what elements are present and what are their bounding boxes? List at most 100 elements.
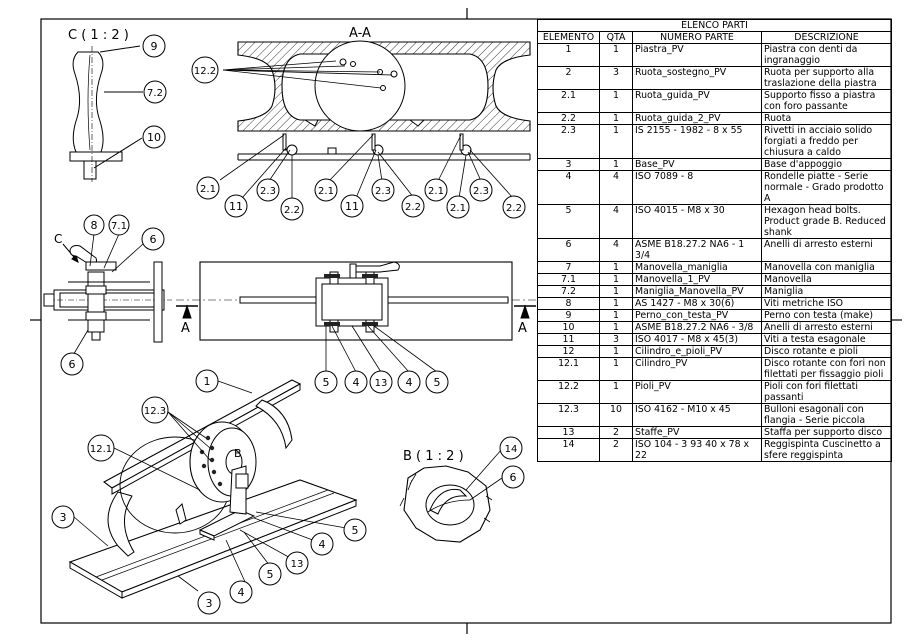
qty-cell: 1 bbox=[599, 89, 633, 113]
part-number-cell: Perno_con_testa_PV bbox=[632, 309, 762, 322]
element-cell: 7.2 bbox=[537, 285, 600, 298]
balloon-number: 2.3 bbox=[473, 186, 489, 197]
element-cell: 13 bbox=[537, 426, 600, 439]
balloon-number: 4 bbox=[406, 376, 413, 389]
balloon: 2.3 bbox=[256, 178, 280, 202]
balloon-group: 9 7.2 10 12.2 2.1 11 2.3 2.2 2.1 11 2.3 … bbox=[51, 34, 526, 615]
qty-cell: 4 bbox=[599, 238, 633, 262]
handle-base-plate bbox=[69, 151, 123, 162]
element-cell: 3 bbox=[537, 158, 600, 171]
balloon-number: 12.2 bbox=[194, 66, 216, 77]
qty-cell: 2 bbox=[599, 438, 633, 462]
part-number-cell: ISO 4015 - M8 x 30 bbox=[632, 204, 762, 239]
balloon: 3 bbox=[197, 591, 221, 615]
description-cell: Viti a testa esagonale bbox=[760, 333, 893, 346]
part-number-cell: ISO 4017 - M8 x 45(3) bbox=[632, 333, 762, 346]
detail-c-label: C ( 1 : 2 ) bbox=[68, 28, 129, 43]
qty-cell: 4 bbox=[599, 204, 633, 239]
qty-cell: 1 bbox=[599, 345, 633, 358]
qty-cell: 1 bbox=[599, 285, 633, 298]
balloon-number: 2.1 bbox=[450, 203, 466, 214]
top-view: A A bbox=[176, 261, 536, 373]
description-cell: Reggispinta Cuscinetto a sfere reggispin… bbox=[760, 438, 893, 462]
isometric-view: B bbox=[68, 379, 358, 599]
element-cell: 8 bbox=[537, 297, 600, 310]
detail-view-c: C ( 1 : 2 ) bbox=[68, 28, 143, 182]
balloon: 2.1 bbox=[196, 176, 220, 200]
balloon: 5 bbox=[258, 562, 282, 586]
balloon-number: 2.1 bbox=[428, 186, 444, 197]
balloon: 4 bbox=[397, 370, 421, 394]
element-cell: 7 bbox=[537, 261, 600, 274]
balloon-number: 13 bbox=[375, 378, 388, 389]
balloon-number: 2.1 bbox=[200, 184, 216, 195]
qty-cell: 4 bbox=[599, 170, 633, 205]
part-number-cell: ISO 4162 - M10 x 45 bbox=[632, 403, 762, 427]
balloon: 13 bbox=[285, 551, 309, 575]
parts-list-header-row: ELEMENTO QTÀ NUMERO PARTE DESCRIZIONE bbox=[537, 31, 893, 44]
balloon-number: 4 bbox=[353, 376, 360, 389]
balloon-number: 2.3 bbox=[260, 186, 276, 197]
part-number-cell: IS 2155 - 1982 - 8 x 55 bbox=[632, 124, 762, 159]
description-cell: Manovella con maniglia bbox=[760, 261, 893, 274]
balloon-number: 2.2 bbox=[506, 203, 522, 214]
balloon-number: 6 bbox=[150, 233, 157, 246]
balloon-number: 7.1 bbox=[111, 221, 127, 232]
element-cell: 12.1 bbox=[537, 357, 600, 381]
description-cell: Disco rotante con fori non filettati per… bbox=[760, 357, 893, 381]
part-number-cell: Manovella_maniglia bbox=[632, 261, 762, 274]
balloon: 2.3 bbox=[371, 178, 395, 202]
element-cell: 2.3 bbox=[537, 124, 600, 159]
balloon-number: 7.2 bbox=[147, 88, 163, 99]
cut-mark-a-right: A bbox=[518, 321, 527, 336]
part-number-cell: Cilindro_PV bbox=[632, 357, 762, 381]
description-cell: Base d'appoggio bbox=[760, 158, 893, 171]
balloon-number: 9 bbox=[151, 40, 158, 53]
balloon: 11 bbox=[224, 194, 248, 218]
part-number-cell: ASME B18.27.2 NA6 - 3/8 bbox=[632, 321, 762, 334]
balloon-number: 3 bbox=[60, 511, 67, 524]
balloon: 4 bbox=[310, 532, 334, 556]
part-number-cell: Cilindro_e_pioli_PV bbox=[632, 345, 762, 358]
section-aa-label: A-A bbox=[349, 26, 371, 41]
balloon-number: 1 bbox=[204, 375, 211, 388]
qty-cell: 1 bbox=[599, 261, 633, 274]
balloon: 1 bbox=[195, 369, 219, 393]
balloon: 5 bbox=[343, 518, 367, 542]
element-cell: 2.2 bbox=[537, 112, 600, 125]
detail-view-b: B ( 1 : 2 ) bbox=[399, 448, 503, 543]
balloon: 4 bbox=[344, 370, 368, 394]
balloon: 2.2 bbox=[401, 194, 425, 218]
balloon: 5 bbox=[314, 370, 338, 394]
balloon-number: 4 bbox=[319, 538, 326, 551]
parts-list-title: ELENCO PARTI bbox=[536, 19, 893, 32]
balloon-number: 12.3 bbox=[144, 406, 166, 417]
description-cell: Staffa per supporto disco bbox=[760, 426, 893, 439]
detail-b-label: B ( 1 : 2 ) bbox=[403, 449, 464, 464]
balloon: 8 bbox=[83, 214, 105, 236]
balloon-number: 2.1 bbox=[318, 186, 334, 197]
balloon: 2.1 bbox=[424, 178, 448, 202]
balloon-number: 4 bbox=[238, 586, 245, 599]
balloon-number: 8 bbox=[91, 219, 98, 232]
qty-cell: 1 bbox=[599, 273, 633, 286]
balloon: 9 bbox=[142, 34, 166, 58]
balloon-number: 14 bbox=[505, 444, 518, 455]
balloon-number: 5 bbox=[323, 376, 330, 389]
detail-b-disc-fragment bbox=[403, 465, 491, 543]
balloon-number: 13 bbox=[291, 559, 304, 570]
balloon: 5 bbox=[425, 370, 449, 394]
